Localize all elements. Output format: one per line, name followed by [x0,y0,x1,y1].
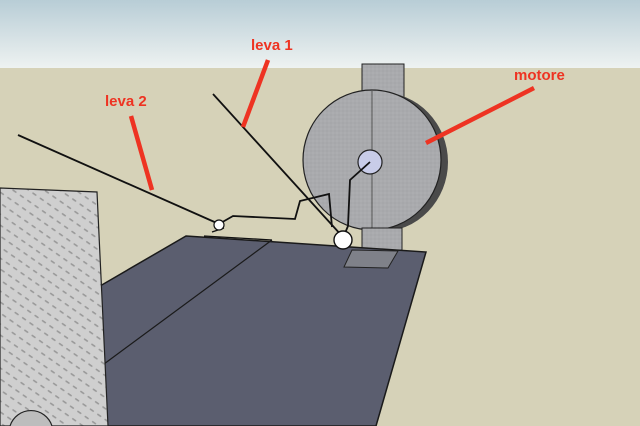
leva-1-label: leva 1 [251,37,293,54]
leva-2-pointer [128,115,155,191]
leva-2-label: leva 2 [105,93,147,110]
leva-1-pointer [240,59,271,128]
platform [99,235,427,426]
lever-2-pivot [213,219,225,231]
sky [0,0,640,68]
motore-label: motore [514,67,565,84]
platform-edge-line [103,239,273,365]
lever-1-pivot [333,230,353,250]
lever-2-rod [203,235,273,241]
motore-pointer [424,85,536,146]
diamond-plate-panel [0,187,109,426]
motor-base-plate [343,249,399,269]
motor-support-lower [361,227,403,251]
panel-wheel [9,410,53,426]
lever-2-line [17,134,220,225]
crank-wire [218,192,333,228]
lever-1-line [212,93,343,237]
